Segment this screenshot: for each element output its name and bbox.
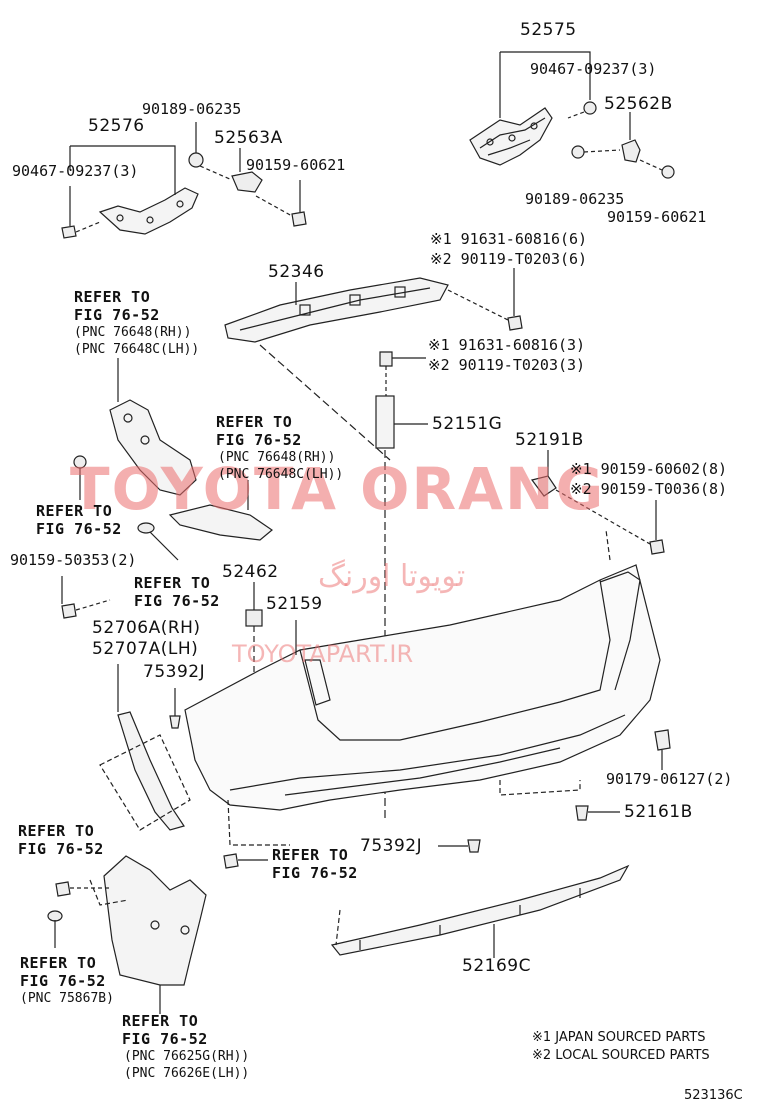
screw-lower-center xyxy=(223,853,268,869)
ref3-line1: REFER TO xyxy=(36,502,113,520)
label-90189-left: 90189-06235 xyxy=(142,100,242,118)
pad-52462 xyxy=(245,582,263,627)
label-90189-right: 90189-06235 xyxy=(525,190,625,208)
label-52169C: 52169C xyxy=(462,956,531,976)
label-75392J-lower: 75392J xyxy=(360,836,423,856)
label-52151G: 52151G xyxy=(432,414,503,434)
reinforcement-52346 xyxy=(224,277,449,343)
label-52161B: 52161B xyxy=(624,802,693,822)
ref8-line1: REFER TO xyxy=(122,1012,199,1030)
ref1-line2: FIG 76-52 xyxy=(74,306,160,324)
ref1-line4: (PNC 76648C(LH)) xyxy=(74,342,200,357)
clip-center-small xyxy=(137,522,179,561)
bracket-52576 xyxy=(98,187,199,235)
clip-52161B xyxy=(575,805,620,821)
ref2-line2: FIG 76-52 xyxy=(216,431,302,449)
label-52706A: 52706A(RH) xyxy=(92,618,201,638)
label-90159-50353: 90159-50353(2) xyxy=(10,551,137,569)
note-local-sourced: ※2 LOCAL SOURCED PARTS xyxy=(532,1048,710,1063)
ref4-line2: FIG 76-52 xyxy=(134,592,220,610)
side-plate-center xyxy=(168,480,273,541)
clip-mud-lower xyxy=(47,910,63,948)
side-bracket-left xyxy=(109,399,197,496)
watermark-brand: TOYOTA ORANG xyxy=(70,455,606,523)
screw-90159-left xyxy=(255,180,307,227)
label-91631-3: ※1 91631-60816(3) xyxy=(428,336,586,354)
bolt-90467-left xyxy=(61,186,101,239)
label-52575: 52575 xyxy=(520,20,577,40)
label-91631-6: ※1 91631-60816(6) xyxy=(430,230,588,248)
label-52562B: 52562B xyxy=(604,94,673,114)
clip-left-small xyxy=(73,455,87,500)
label-52563A: 52563A xyxy=(214,128,283,148)
ref7-line1: REFER TO xyxy=(20,954,97,972)
ref5-line1: REFER TO xyxy=(18,822,95,840)
ref2-line1: REFER TO xyxy=(216,413,293,431)
label-52191B: 52191B xyxy=(515,430,584,450)
clip-90189-left xyxy=(188,122,233,181)
label-90159-60602: ※1 90159-60602(8) xyxy=(570,460,728,478)
label-52159: 52159 xyxy=(266,594,323,614)
ref7-line2: FIG 76-52 xyxy=(20,972,106,990)
ref8-line2: FIG 76-52 xyxy=(122,1030,208,1048)
label-90467-right: 90467-09237(3) xyxy=(530,60,657,78)
screw-90159-60602 xyxy=(555,489,665,555)
clip-75392J-top xyxy=(169,688,181,729)
clip-90179 xyxy=(654,729,671,770)
screw-90159-right xyxy=(639,159,675,179)
screw-mud-upper xyxy=(55,881,110,897)
label-52462: 52462 xyxy=(222,562,279,582)
ref6-line2: FIG 76-52 xyxy=(272,864,358,882)
ref2-line3: (PNC 76648(RH)) xyxy=(218,450,336,465)
ref6-line1: REFER TO xyxy=(272,846,349,864)
clip-90189-right xyxy=(571,145,621,159)
ref7-line3: (PNC 75867B) xyxy=(20,991,114,1006)
mud-guard xyxy=(103,855,207,986)
ref8-line4: (PNC 76626E(LH)) xyxy=(124,1066,250,1081)
label-90119-6: ※2 90119-T0203(6) xyxy=(430,250,588,268)
bolt-90467-right xyxy=(567,101,597,119)
watermark-persian: تویوتا اورنگ xyxy=(318,559,466,594)
clip-75392J-lower xyxy=(438,839,481,853)
label-90159-left: 90159-60621 xyxy=(246,156,346,174)
seal-52706A xyxy=(117,711,185,831)
label-90159-right: 90159-60621 xyxy=(607,208,707,226)
ref3-line2: FIG 76-52 xyxy=(36,520,122,538)
label-90159-T0036: ※2 90159-T0036(8) xyxy=(570,480,728,498)
ref2-line4: (PNC 76648C(LH)) xyxy=(218,467,344,482)
bracket-52151G xyxy=(375,395,395,449)
label-90467-left: 90467-09237(3) xyxy=(12,162,139,180)
ref1-line1: REFER TO xyxy=(74,288,151,306)
clip-52562B xyxy=(621,139,641,163)
bracket-52575 xyxy=(469,107,553,166)
ref1-line3: (PNC 76648(RH)) xyxy=(74,325,192,340)
label-52707A: 52707A(LH) xyxy=(92,639,199,659)
bolt-91631-mid xyxy=(379,351,426,396)
note-japan-sourced: ※1 JAPAN SOURCED PARTS xyxy=(532,1030,706,1045)
clip-52563A xyxy=(231,148,263,193)
watermark-url: TOYOTAPART.IR xyxy=(232,640,414,668)
screw-90159-50353 xyxy=(61,576,111,619)
label-52576: 52576 xyxy=(88,116,145,136)
ref8-line3: (PNC 76625G(RH)) xyxy=(124,1049,250,1064)
ref4-line1: REFER TO xyxy=(134,574,211,592)
bolt-91631-top xyxy=(447,268,523,331)
bumper-cover-52159 xyxy=(184,564,661,811)
retainer-52191B xyxy=(530,450,557,497)
label-52346: 52346 xyxy=(268,262,325,282)
label-90119-3: ※2 90119-T0203(3) xyxy=(428,356,586,374)
label-75392J-upper: 75392J xyxy=(143,662,206,682)
diagram-id: 523136C xyxy=(684,1088,743,1103)
ref5-line2: FIG 76-52 xyxy=(18,840,104,858)
garnish-52169C xyxy=(330,864,630,956)
label-90179: 90179-06127(2) xyxy=(606,770,733,788)
